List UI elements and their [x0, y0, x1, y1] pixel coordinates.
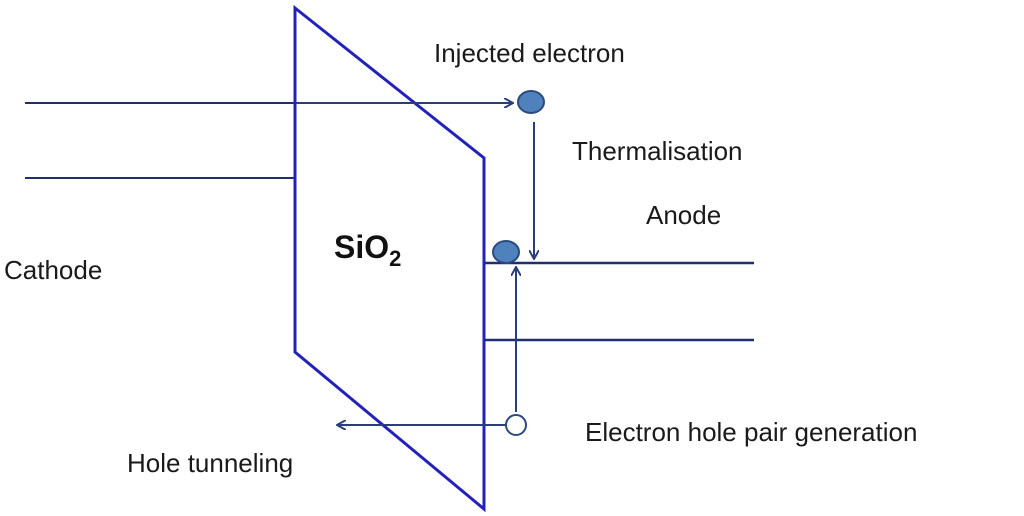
label-oxide-subscript: 2: [389, 246, 401, 271]
label-hole-tunneling: Hole tunneling: [127, 448, 293, 478]
injected-electron: [517, 90, 545, 114]
thermalised-electron: [492, 240, 520, 264]
label-anode: Anode: [646, 200, 721, 230]
label-cathode: Cathode: [4, 255, 102, 285]
label-thermalisation: Thermalisation: [572, 136, 743, 166]
label-injected-electron: Injected electron: [434, 38, 625, 68]
label-oxide-main: SiO: [334, 229, 389, 265]
label-electron-hole-pair: Electron hole pair generation: [585, 417, 917, 447]
label-oxide: SiO2: [334, 229, 401, 271]
oxide-barrier: [293, 4, 486, 513]
generated-hole: [505, 414, 527, 436]
